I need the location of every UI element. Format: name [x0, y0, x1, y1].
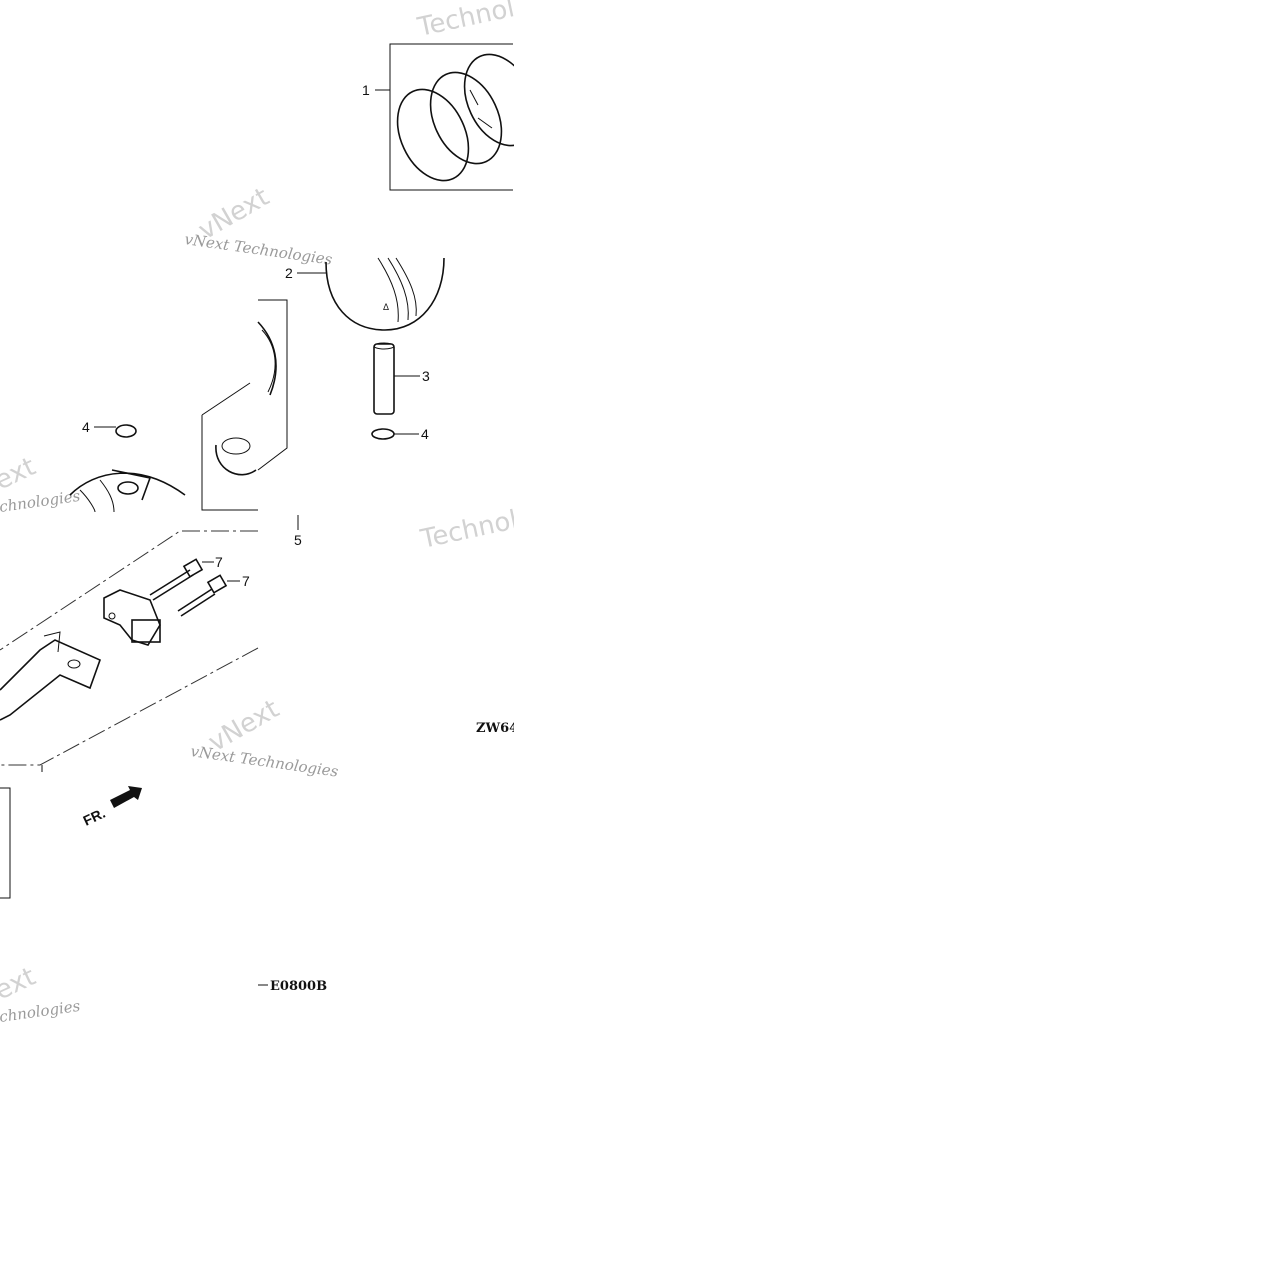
rod-cap [103, 589, 161, 646]
callout-7-lower: 7 [242, 573, 250, 589]
watermark-ext-left: ext [0, 452, 40, 497]
connecting-rod-assembly [201, 299, 299, 530]
rod-cap-region [0, 530, 259, 772]
watermark-vnext-tech-upper: vNext Technologies [183, 230, 333, 269]
rod-bolt-lower [177, 574, 240, 617]
callout-5: 5 [294, 532, 302, 548]
piston-pin [373, 342, 420, 415]
piston-pin-clip-right [371, 428, 419, 440]
callout-2: 2 [285, 265, 293, 281]
piston-pin-clip-left [94, 424, 137, 438]
callout-4-left: 4 [82, 419, 90, 435]
frame-fragment [0, 787, 11, 899]
front-direction-arrow [110, 786, 142, 808]
callout-1: 1 [362, 82, 370, 98]
watermark-vnext-tech-lower: vNext Technologies [189, 742, 339, 781]
piston-mark: Δ [383, 302, 389, 312]
front-direction-label: FR. [81, 805, 108, 829]
watermarks: Technologies Technologies vNext vNext Te… [0, 0, 588, 1026]
callout-3: 3 [422, 368, 430, 384]
callout-4-right: 4 [421, 426, 429, 442]
blank-area [514, 0, 1285, 1285]
connecting-rod [0, 631, 102, 721]
drawing-code: E0800B [270, 979, 327, 994]
section-code: ZW64 [476, 721, 518, 736]
watermark-ext-bottom: ext [0, 962, 40, 1007]
callout-7-upper: 7 [215, 554, 223, 570]
rod-bolt-upper [149, 558, 214, 601]
piston: Δ [297, 257, 445, 331]
piston-section-left [69, 469, 186, 513]
